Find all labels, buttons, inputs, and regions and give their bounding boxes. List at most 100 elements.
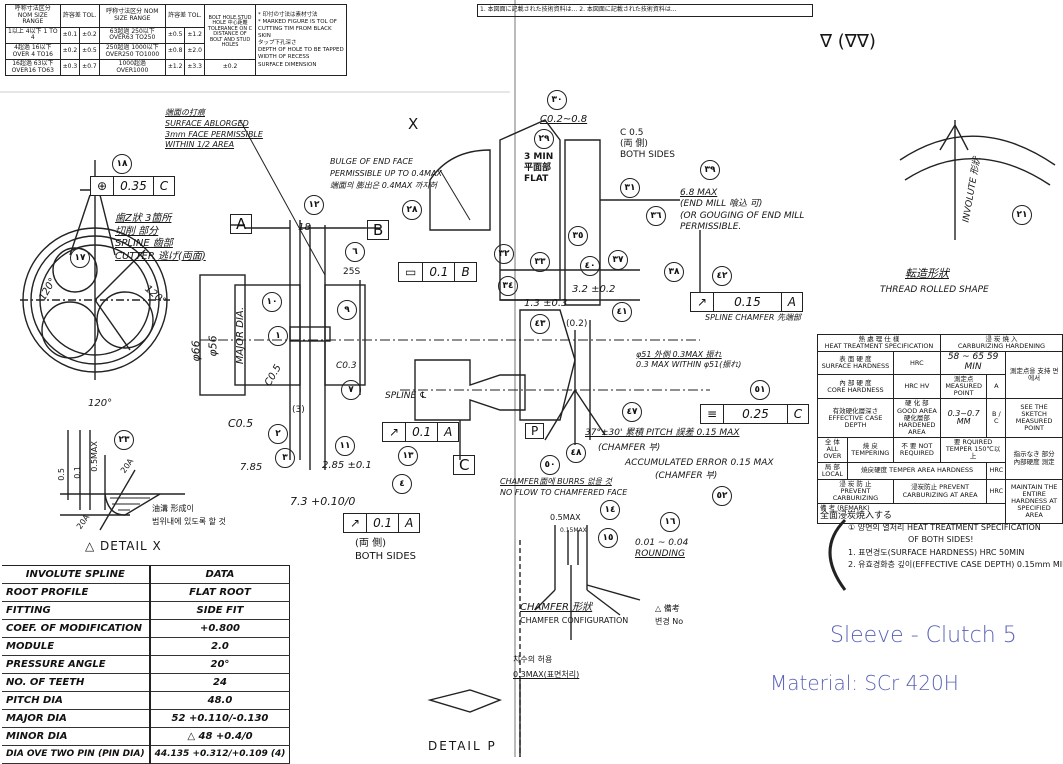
surface-hardness: SURFACE HARDNESS <box>821 362 890 371</box>
core-hardness: CORE HARDNESS <box>827 385 884 394</box>
surface-kr: 表 面 硬 度 <box>839 355 872 364</box>
general-tolerance-table: 呼称寸法区分 NOM SIZE RANGE 許容差 TOL. 呼称寸法区分 NO… <box>5 3 347 77</box>
item-number: ٣٥ <box>568 226 588 246</box>
position-icon: ⊕ <box>91 177 115 195</box>
item-number: ٣٨ <box>664 262 684 282</box>
note-line: PERMISSIBLE UP TO 0.4MAX <box>330 169 442 178</box>
item-number: ١٣ <box>398 446 418 466</box>
row-value: 44.135 +0.312/+0.109 (4) <box>148 745 290 764</box>
case-depth: 有效硬化層深さ EFFECTIVE CASE DEPTH <box>817 398 894 439</box>
note-line: * MARKED FIGURE IS TOL OF CUTTING TIM FR… <box>258 18 337 40</box>
runout-icon: ↗ <box>344 514 368 532</box>
row-label: MAJOR DIA <box>2 709 150 728</box>
heat-treatment-note: ① 양면의 열처리 HEAT TREATMENT SPECIFICATION O… <box>848 522 1063 572</box>
dim-1-3: 1.3 ±0.3 <box>524 298 568 309</box>
ht-title-kr: 熱 處 理 仕 樣 <box>858 335 900 343</box>
tol-value: 0.1 <box>367 514 400 532</box>
tol-cell: ±0.1 <box>59 26 81 44</box>
pitch-error-note: 37°±30' 累積 PITCH 誤差 0.15 MAX <box>585 428 740 438</box>
note-line: 歯Z狀 3箇所 <box>115 213 172 224</box>
item-number: ١٠ <box>262 292 282 312</box>
measured-point: 測定点 MEASURED POINT <box>939 374 988 400</box>
note-line: 0.01 ~ 0.04 <box>635 538 689 548</box>
item-number: ٤ <box>392 474 412 494</box>
roughness-25s: 25S <box>343 267 361 277</box>
symmetry-frame: ≡ 0.25 C <box>700 404 810 424</box>
phi51-runout-note: φ51 外側 0.3MAX 振れ 0.3 MAX WITHIN φ51(振れ) <box>636 350 741 371</box>
prevent-kr: 浸 炭 防 止 <box>839 479 872 488</box>
runout-frame-a: ↗ 0.1 A <box>382 422 460 442</box>
item-number: ١٢ <box>304 195 324 215</box>
note-line: 3mm FACE PERMISSIBLE <box>165 129 263 139</box>
row-label: MODULE <box>2 637 150 656</box>
detail-p-title: DETAIL P <box>428 739 497 753</box>
core-unit: HRC <box>904 382 918 391</box>
tol-value: 0.15 <box>714 293 782 311</box>
spline-note: 歯Z狀 3箇所 切削 部分 SPLINE 齒部 CUTTER 逃げ(両面) <box>115 213 206 263</box>
runout-icon: ↗ <box>691 293 715 311</box>
dim-18: 18 <box>298 222 311 233</box>
tol-value: 0.1 <box>406 423 439 441</box>
remark-kr: 備 考 (REMARK) <box>820 504 870 513</box>
dim-phi66: φ66 <box>189 340 203 362</box>
bolt-tol-cell: ±0.2 <box>204 59 256 77</box>
chamfer-c05-2: C0.5 <box>228 417 254 430</box>
dim-7-3: 7.3 +0.10/0 <box>290 495 356 508</box>
header-nom-size-2: 呼称寸法区分 NOM SIZE RANGE <box>98 4 166 28</box>
area-2: 硬化層部 HARDENED AREA <box>898 413 936 437</box>
prevent: PREVENT CARBURIZING <box>832 487 879 503</box>
hrc-label: HRC <box>986 478 1007 505</box>
note-line: DEPTH OF HOLE TO BE TAPPED <box>258 47 344 54</box>
item-number: ١٥ <box>598 528 618 548</box>
item-number: ٣١ <box>620 178 640 198</box>
surface-value: 58 ~ 65 59 MIN <box>939 351 1007 376</box>
remark-value: 全面浸炭焼入する <box>820 511 893 522</box>
note-line: △ 備考 <box>655 604 680 613</box>
tol-value: 0.35 <box>114 177 154 195</box>
runout-frame-b: ▭ 0.1 B <box>398 262 477 282</box>
datum-a: A <box>230 214 253 234</box>
table-row: COEF. OF MODIFICATION+0.800 <box>2 619 290 638</box>
accum-error-note: ACCUMULATED ERROR 0.15 MAX <box>625 458 774 468</box>
datum-b: B <box>367 220 390 240</box>
row-label: PITCH DIA <box>2 691 150 710</box>
col-a: A <box>986 374 1007 400</box>
case-value: 0.3~0.7 MM <box>939 398 988 439</box>
pitch-error-paren: (CHAMFER 부) <box>598 443 661 453</box>
datum-ref: A <box>787 295 796 309</box>
tempering: TEMPERING <box>851 448 890 457</box>
detail-x-label: DETAIL X <box>100 539 162 553</box>
c05-both-sides: C 0.5 (両 側) BOTH SIDES <box>620 128 675 160</box>
spline-centerline: SPLINE ℄ <box>385 391 428 401</box>
spline-chamfer-frame: ↗ 0.15 A <box>690 292 803 312</box>
chamfer-c02-08: C0.2~0.8 <box>540 114 588 125</box>
item-number: ٥٢ <box>712 486 732 506</box>
dim-3-2: 3.2 ±0.2 <box>572 284 616 295</box>
note-line: (両 側) <box>355 538 386 549</box>
note-line: 2. 유효경화층 깊이(EFFECTIVE CASE DEPTH) 0.15mm… <box>848 560 1063 570</box>
row-label: COEF. OF MODIFICATION <box>2 619 150 638</box>
tol-cell: ±0.7 <box>79 59 100 77</box>
max-0-5: 0.5MAX <box>550 513 581 522</box>
symmetry-icon: ≡ <box>701 405 725 423</box>
tol-cell: ±0.2 <box>79 26 100 44</box>
side-note: SEE THE SKETCH <box>1020 403 1048 419</box>
area-1: 硬 化 部 GOOD AREA <box>896 399 937 415</box>
dim-phi56: φ56 <box>206 335 220 357</box>
range-cell: 4超過 16以下 OVER 4 TO16 <box>5 42 61 61</box>
runout-frame-both-sides: ↗ 0.1 A <box>343 513 421 533</box>
item-number: ٤٢ <box>712 266 732 286</box>
row-value: 24 <box>148 673 290 692</box>
item-number: ٣٤ <box>498 276 518 296</box>
item-number: ٥٠ <box>540 455 560 475</box>
header-bolt-hole: BOLT HOLE,STUD HOLE 中心距離 TOLERANCE ON C … <box>204 3 256 61</box>
tol-cell: ±0.5 <box>164 26 186 44</box>
end-mill-note: 6.8 MAX (END MILL 喰込 可) (OR GOUGING OF E… <box>680 188 804 233</box>
local-kr: 局 部 <box>824 462 840 471</box>
item-number: ١٨ <box>112 154 132 174</box>
hrc-label: HRC <box>986 461 1007 480</box>
tol-cell: ±2.0 <box>184 42 205 61</box>
no-burrs-note: CHAMFER面에 BURRS 없을 것 <box>500 477 612 486</box>
